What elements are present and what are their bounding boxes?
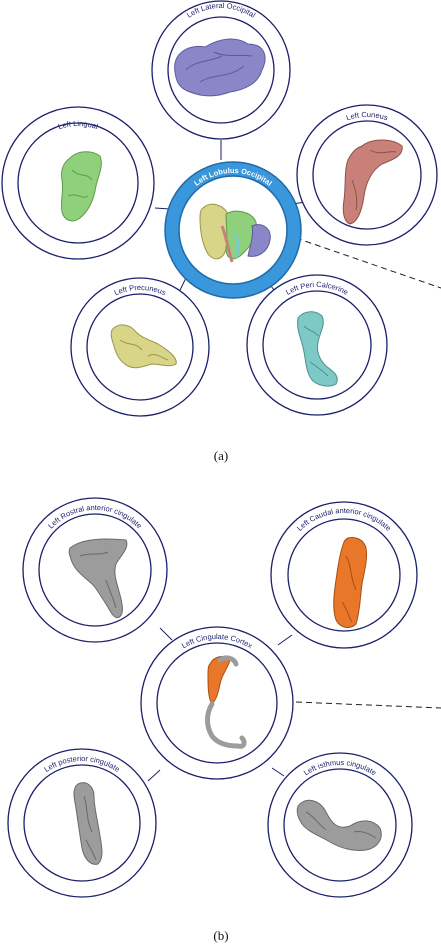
- node-left-lateral-occipital[interactable]: Left Lateral Occipital: [152, 1, 290, 139]
- panel-b-dashed-link: [296, 702, 441, 708]
- connector-b-bottom-right: [272, 768, 284, 776]
- node-left-lobulus-occipital[interactable]: Left Lobulus Occipital: [165, 162, 301, 298]
- node-left-peri-calcerine[interactable]: Left Peri Calcerine: [247, 275, 387, 415]
- caption-a: (a): [201, 448, 241, 464]
- node-left-cingulate-cortex[interactable]: Left Cingulate Cortex: [141, 627, 293, 779]
- node-left-isthmus-cingulate[interactable]: Left isthmus cingulate: [268, 753, 412, 897]
- node-left-lingual[interactable]: Left Lingual: [2, 107, 154, 259]
- connector-b-bottom-left: [148, 770, 160, 781]
- node-left-precuneus[interactable]: Left Precuneus: [71, 278, 209, 416]
- connector-b-top-left: [160, 628, 172, 640]
- node-left-caudal-anterior-cingulate[interactable]: Left Caudal anterior cingulate: [271, 502, 417, 648]
- connector-b-top-right: [278, 635, 292, 645]
- node-left-posterior-cingulate[interactable]: Left posterior cingulate: [8, 749, 156, 897]
- node-left-rostral-anterior-cingulate[interactable]: Left Rostral anterior cingulate: [23, 498, 167, 642]
- connector-bottom-left: [180, 278, 186, 290]
- panel-a: Left Lateral Occipital Left Lingual Left…: [2, 1, 441, 416]
- node-left-cuneus[interactable]: Left Cuneus: [297, 105, 437, 245]
- caption-b: (b): [201, 928, 241, 944]
- panel-b: Left Rostral anterior cingulate Left Cau…: [8, 498, 441, 897]
